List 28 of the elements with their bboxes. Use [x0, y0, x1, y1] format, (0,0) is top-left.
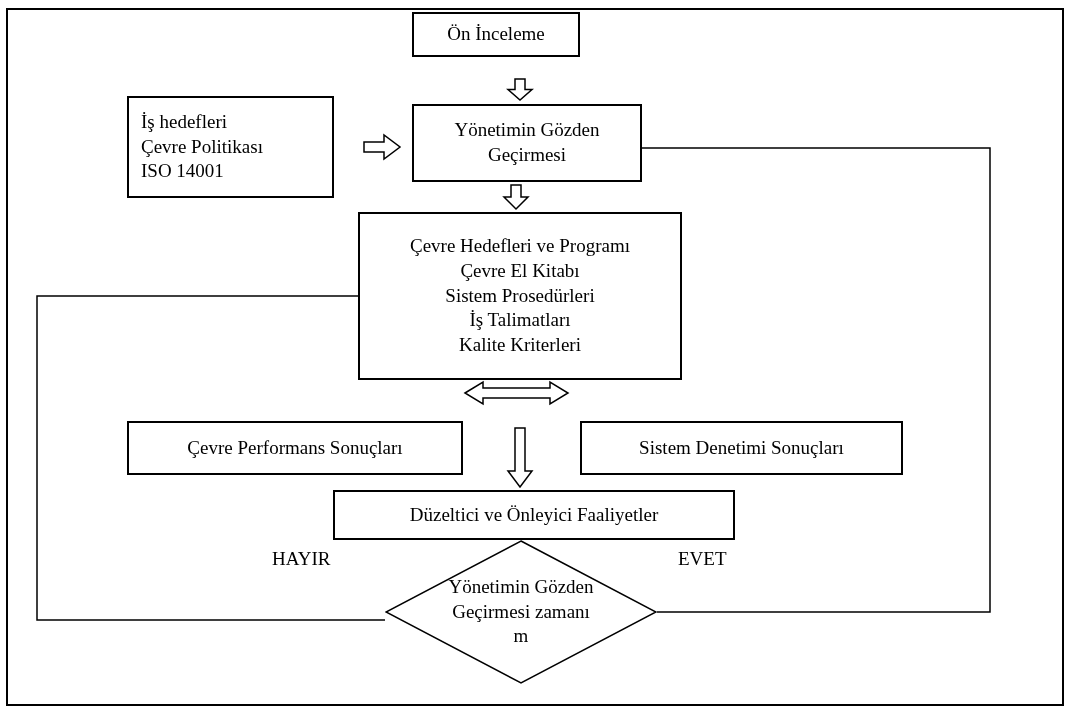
node-text: Ön İnceleme: [447, 22, 545, 47]
node-text: Yönetimin Gözden Geçirmesi zamanı m: [447, 574, 595, 649]
process-box: [127, 421, 463, 475]
block-arrow: [506, 427, 534, 489]
process-box: [412, 104, 642, 182]
connector-line: [641, 147, 991, 613]
process-box: [358, 212, 682, 380]
node-text: Düzeltici ve Önleyici Faaliyetler: [409, 502, 659, 527]
node-text: Çevre Hedefleri ve Programı: [410, 234, 630, 259]
process-box: [333, 490, 735, 540]
node-text: Sistem Prosedürleri: [445, 283, 595, 308]
node-text: Çevre Performans Sonuçları: [187, 435, 403, 460]
node-text: ISO 14001: [141, 159, 224, 184]
node-text: Çevre Politikası: [141, 134, 263, 159]
node-text: İş hedefleri: [141, 109, 227, 134]
node-text: Çevre El Kitabı: [460, 258, 580, 283]
node-text: İş Talimatları: [469, 308, 571, 333]
block-arrow: [502, 184, 530, 211]
block-arrow: [363, 133, 402, 161]
node-text: Kalite Kriterleri: [459, 333, 581, 358]
connector-line: [36, 295, 386, 621]
node-text: Sistem Denetimi Sonuçları: [639, 435, 844, 460]
node-text: Yönetimin Gözden Geçirmesi: [453, 118, 601, 167]
process-box: [127, 96, 334, 198]
process-box: [412, 12, 580, 57]
process-box: [580, 421, 903, 475]
decision-diamond: [385, 540, 657, 684]
block-arrow: [506, 78, 534, 101]
